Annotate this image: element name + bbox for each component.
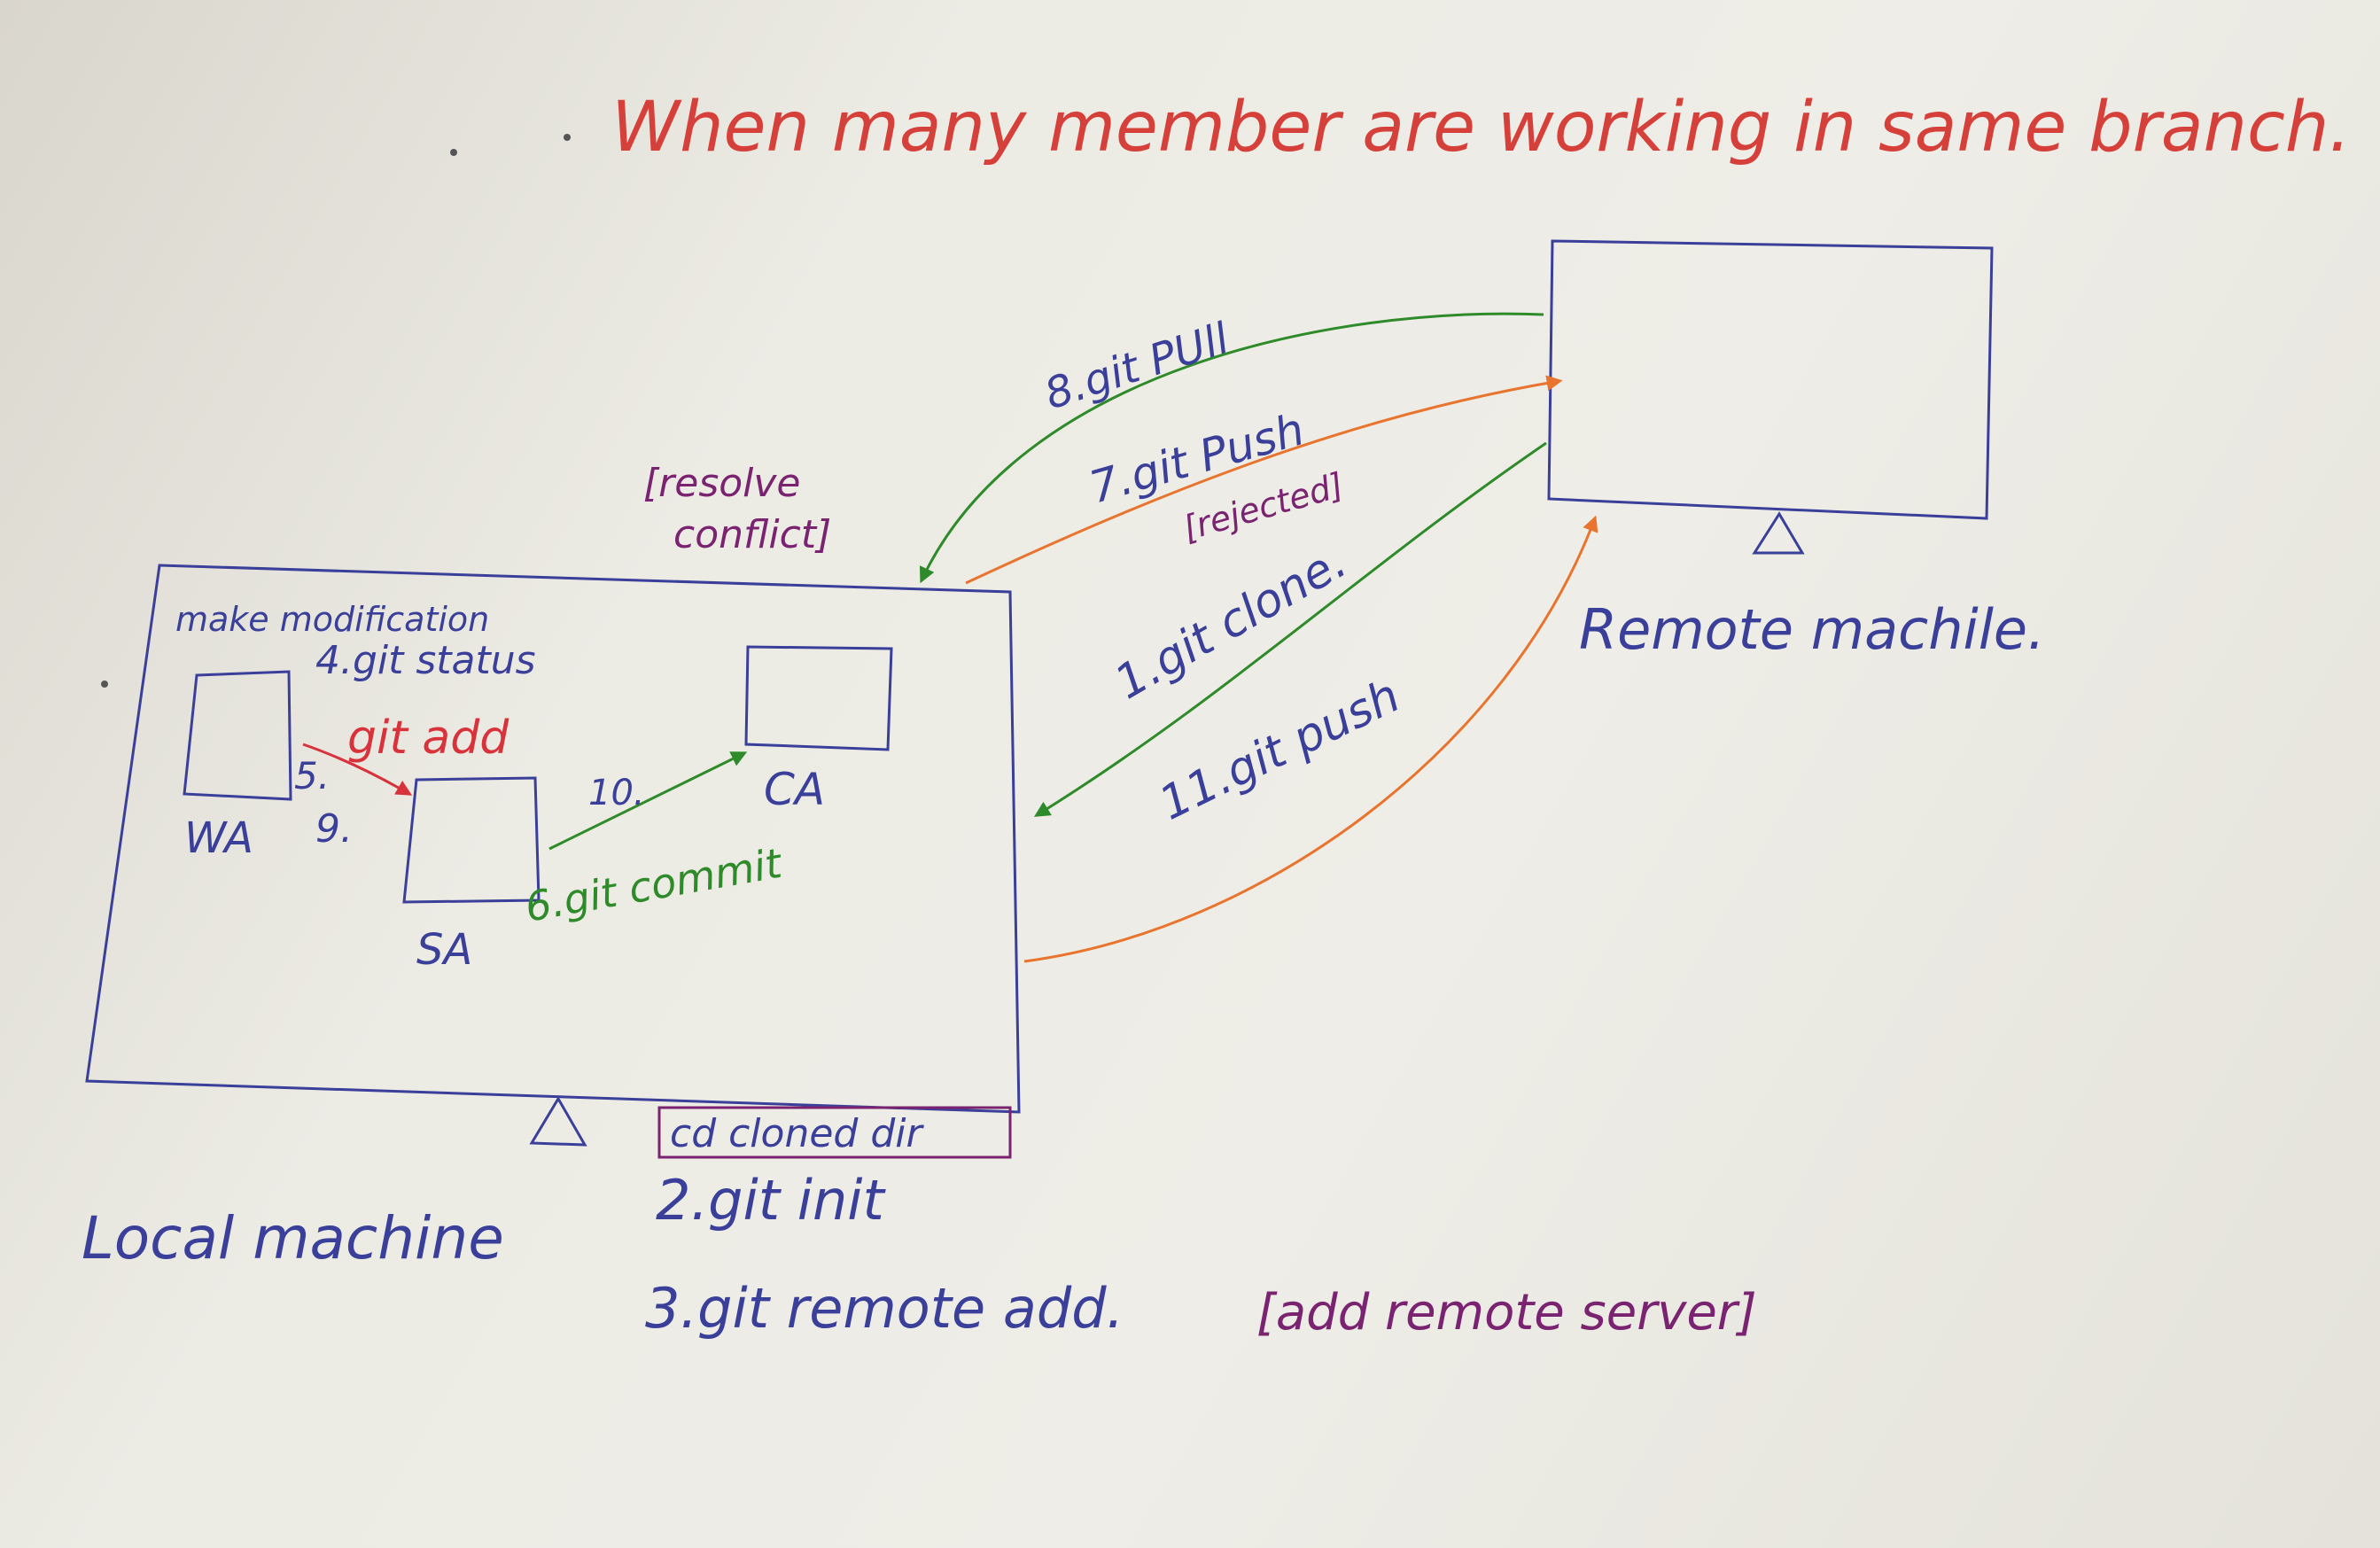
dot-mark	[101, 681, 108, 688]
local-machine-label: Local machine	[82, 1204, 504, 1272]
git-clone-arrow	[1033, 441, 1547, 817]
local-machine-stand	[529, 1096, 587, 1147]
git-push-7-arrow	[965, 375, 1563, 585]
remote-machine-box	[1547, 239, 1994, 520]
git-add-label: git add	[347, 712, 509, 765]
dot-mark	[564, 134, 571, 141]
step-10-label: 10.	[588, 773, 645, 813]
resolve-conflict-line2: conflict]	[673, 512, 831, 557]
resolve-conflict-line1: [resolve	[643, 461, 801, 506]
add-remote-server-label: [add remote server]	[1256, 1284, 1757, 1342]
git-commit-label: 6.git commit	[522, 839, 787, 931]
commit-area-label: CA	[764, 764, 825, 815]
note-make-modification: make modification	[175, 600, 489, 639]
git-push-11-label: 11.git push	[1151, 669, 1408, 830]
note-git-status: 4.git status	[315, 638, 536, 683]
remote-machine-stand	[1752, 511, 1805, 555]
git-commit-arrow	[548, 751, 748, 851]
local-machine-box	[85, 564, 1021, 1114]
cd-cloned-dir-label: cd cloned dir	[670, 1111, 924, 1156]
git-push-11-arrow	[1023, 515, 1598, 963]
git-add-arrow	[302, 743, 413, 796]
git-remote-add-label: 3.git remote add.	[645, 1276, 1124, 1341]
git-pull-arrow	[919, 312, 1544, 584]
staging-area-label: SA	[416, 925, 472, 975]
working-area-label: WA	[184, 813, 253, 863]
step-5-label: 5.	[294, 754, 330, 797]
cd-cloned-dir-box	[657, 1106, 1012, 1159]
diagram-title: When many member are working in same bra…	[611, 88, 2351, 167]
remote-machine-label: Remote machile.	[1579, 597, 2045, 662]
git-clone-label: 1.git clone.	[1107, 535, 1356, 710]
step-9-label: 9.	[315, 806, 353, 852]
working-area-box	[183, 670, 292, 801]
dot-mark	[450, 149, 457, 156]
commit-area-box	[744, 645, 893, 751]
staging-area-box	[402, 776, 541, 904]
git-init-label: 2.git init	[656, 1168, 886, 1233]
git-pull-label: 8.git PUll	[1038, 314, 1235, 420]
